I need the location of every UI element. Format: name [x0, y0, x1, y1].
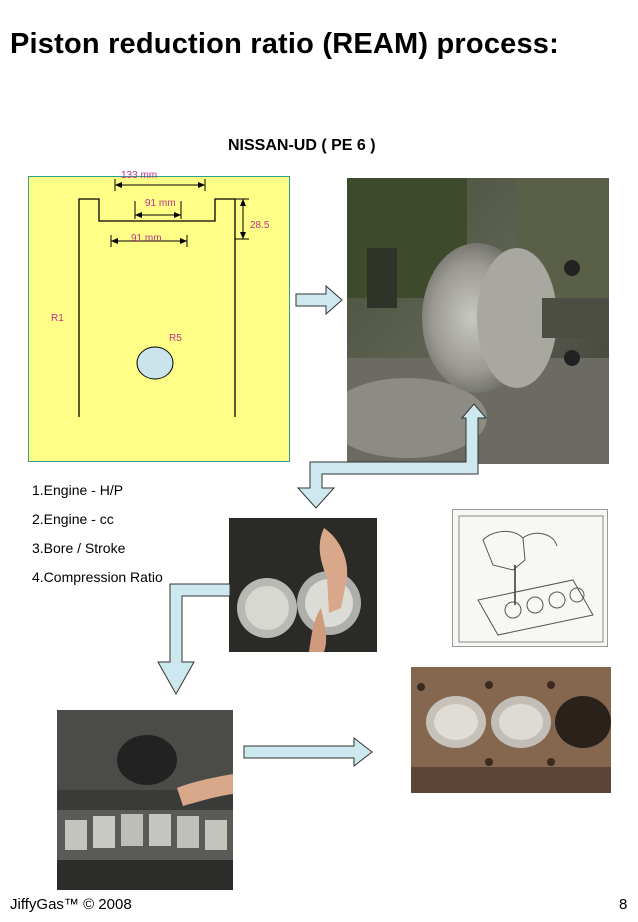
pin-hole — [136, 346, 174, 380]
list-item: 3.Bore / Stroke — [32, 540, 126, 556]
dimension-label-133: 133 mm — [121, 170, 158, 181]
dimension-label-depth: 28.5 — [250, 220, 270, 231]
page-title: Piston reduction ratio (REAM) process: — [10, 28, 559, 60]
list-item: 2.Engine - cc — [32, 511, 114, 527]
dimension-label-91-inner: 91 mm — [145, 198, 176, 209]
engine-model-heading: NISSAN-UD ( PE 6 ) — [228, 137, 376, 154]
footer-brand: JiffyGas™ © 2008 — [10, 896, 132, 913]
arrow-elbow-2 — [296, 403, 488, 509]
photo-reaming-sketch — [452, 509, 608, 647]
photo-cylinder-block — [411, 667, 611, 793]
piston-diagram: 133 mm 91 mm 91 mm 28.5 R1 R5 — [28, 170, 290, 462]
spec-list: 1.Engine - H/P 2.Engine - cc 3.Bore / St… — [32, 476, 163, 592]
dimension-label-91-lower: 91 mm — [131, 233, 162, 244]
photo-engine-bench — [57, 710, 233, 890]
page-number: 8 — [619, 896, 628, 913]
list-item: 1.Engine - H/P — [32, 482, 124, 498]
list-item: 4.Compression Ratio — [32, 569, 163, 585]
arrow-elbow-3 — [157, 583, 231, 696]
piston-outline — [78, 198, 236, 417]
arrow-right-4 — [243, 736, 373, 768]
photo-pistons-hand — [229, 518, 377, 652]
piston-drawing-svg — [78, 179, 249, 417]
radius-label-r1: R1 — [51, 313, 64, 324]
radius-label-r5: R5 — [169, 333, 182, 344]
arrow-right-1 — [295, 284, 343, 316]
photo-piston-lathe — [347, 178, 609, 464]
